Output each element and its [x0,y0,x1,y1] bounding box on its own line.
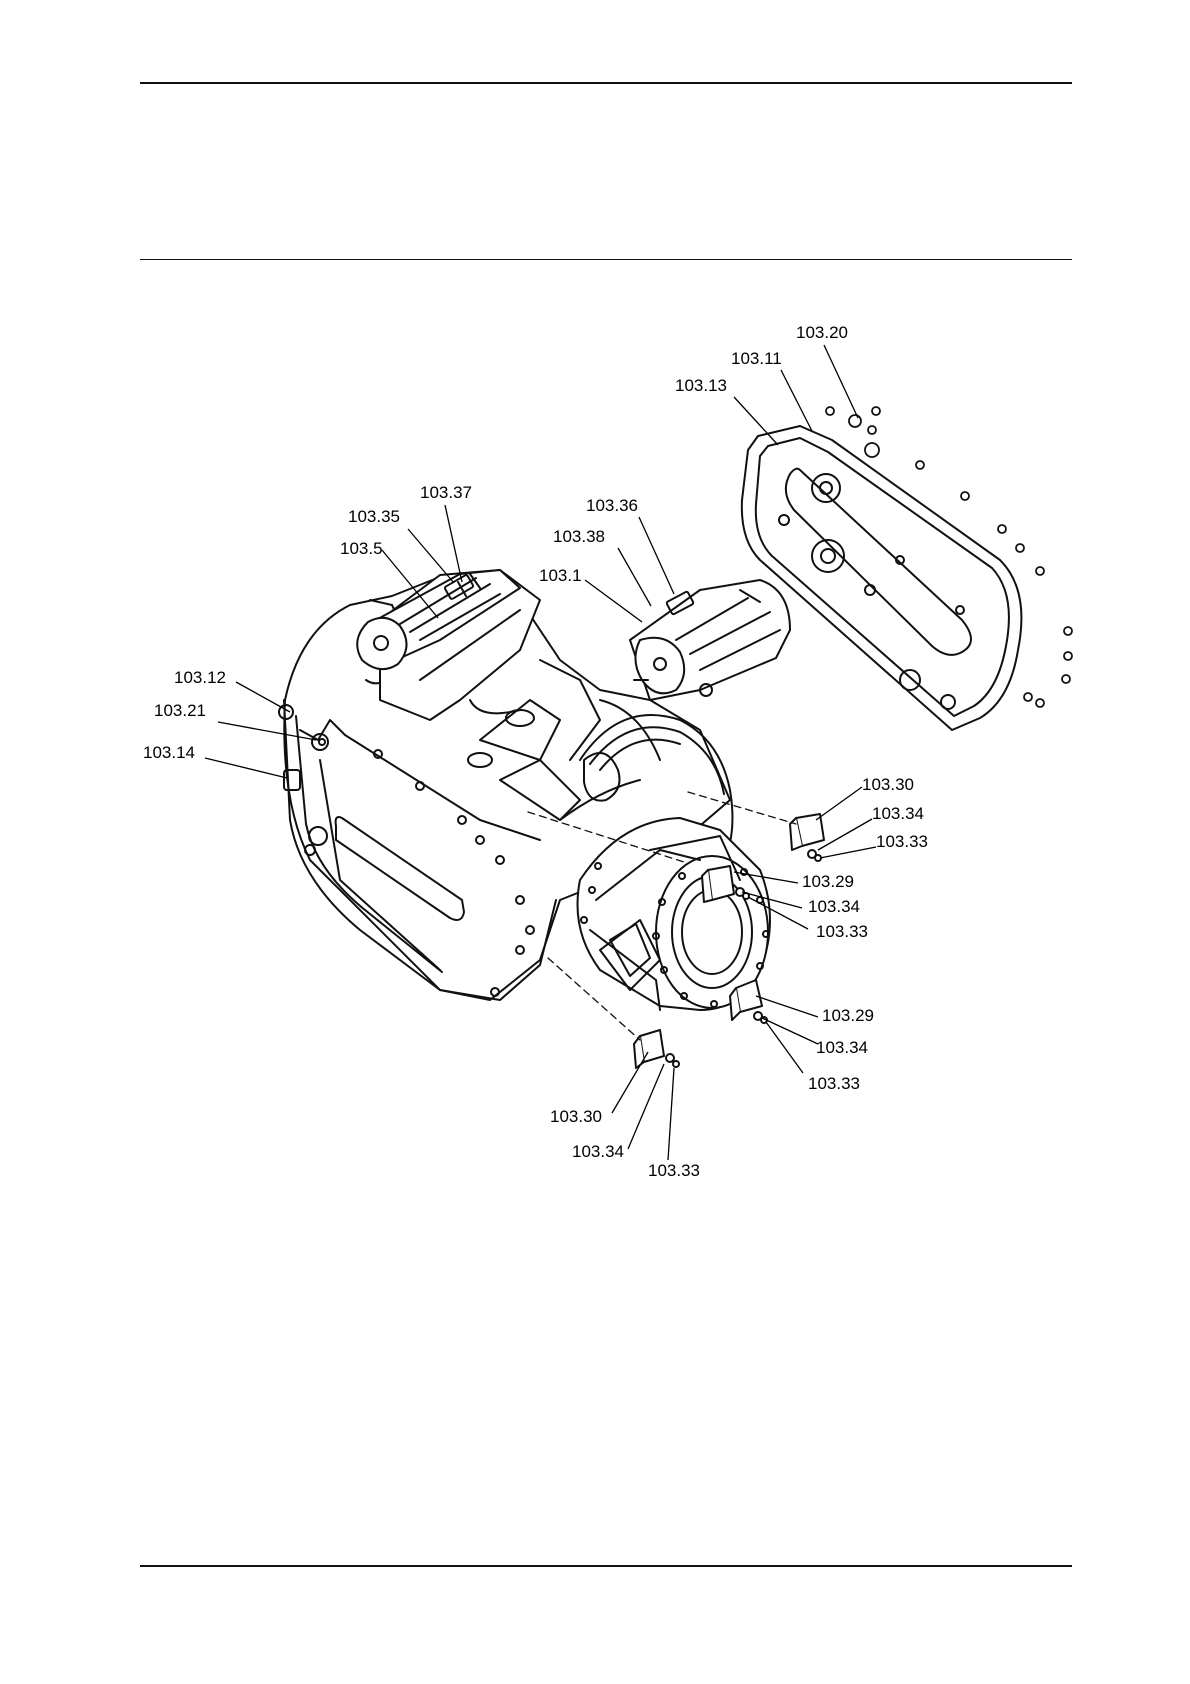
callout-label: 103.13 [675,376,727,395]
callout-label: 103.14 [143,743,195,762]
callout-label: 103.36 [586,496,638,515]
callout-label: 103.29 [822,1006,874,1025]
callout-label: 103.34 [572,1142,624,1161]
callout-label: 103.30 [550,1107,602,1126]
callout-label: 103.34 [808,897,860,916]
side-motor [630,580,790,700]
callout-label: 103.20 [796,323,848,342]
callout-label: 103.33 [816,922,868,941]
callout-label: 103.34 [816,1038,868,1057]
callout-label: 103.33 [808,1074,860,1093]
callout-label: 103.37 [420,483,472,502]
callout-label: 103.12 [174,668,226,687]
callout-label: 103.29 [802,872,854,891]
callout-label: 103.38 [553,527,605,546]
callout-label: 103.11 [731,349,782,368]
callout-label: 103.34 [872,804,924,823]
callout-label: 103.30 [862,775,914,794]
callout-label: 103.21 [154,701,206,720]
callout-label: 103.35 [348,507,400,526]
callout-label: 103.1 [539,566,582,585]
callout-label: 103.33 [876,832,928,851]
callout-label: 103.33 [648,1161,700,1180]
cover-plate [742,426,1022,730]
callout-label: 103.5 [340,539,383,558]
